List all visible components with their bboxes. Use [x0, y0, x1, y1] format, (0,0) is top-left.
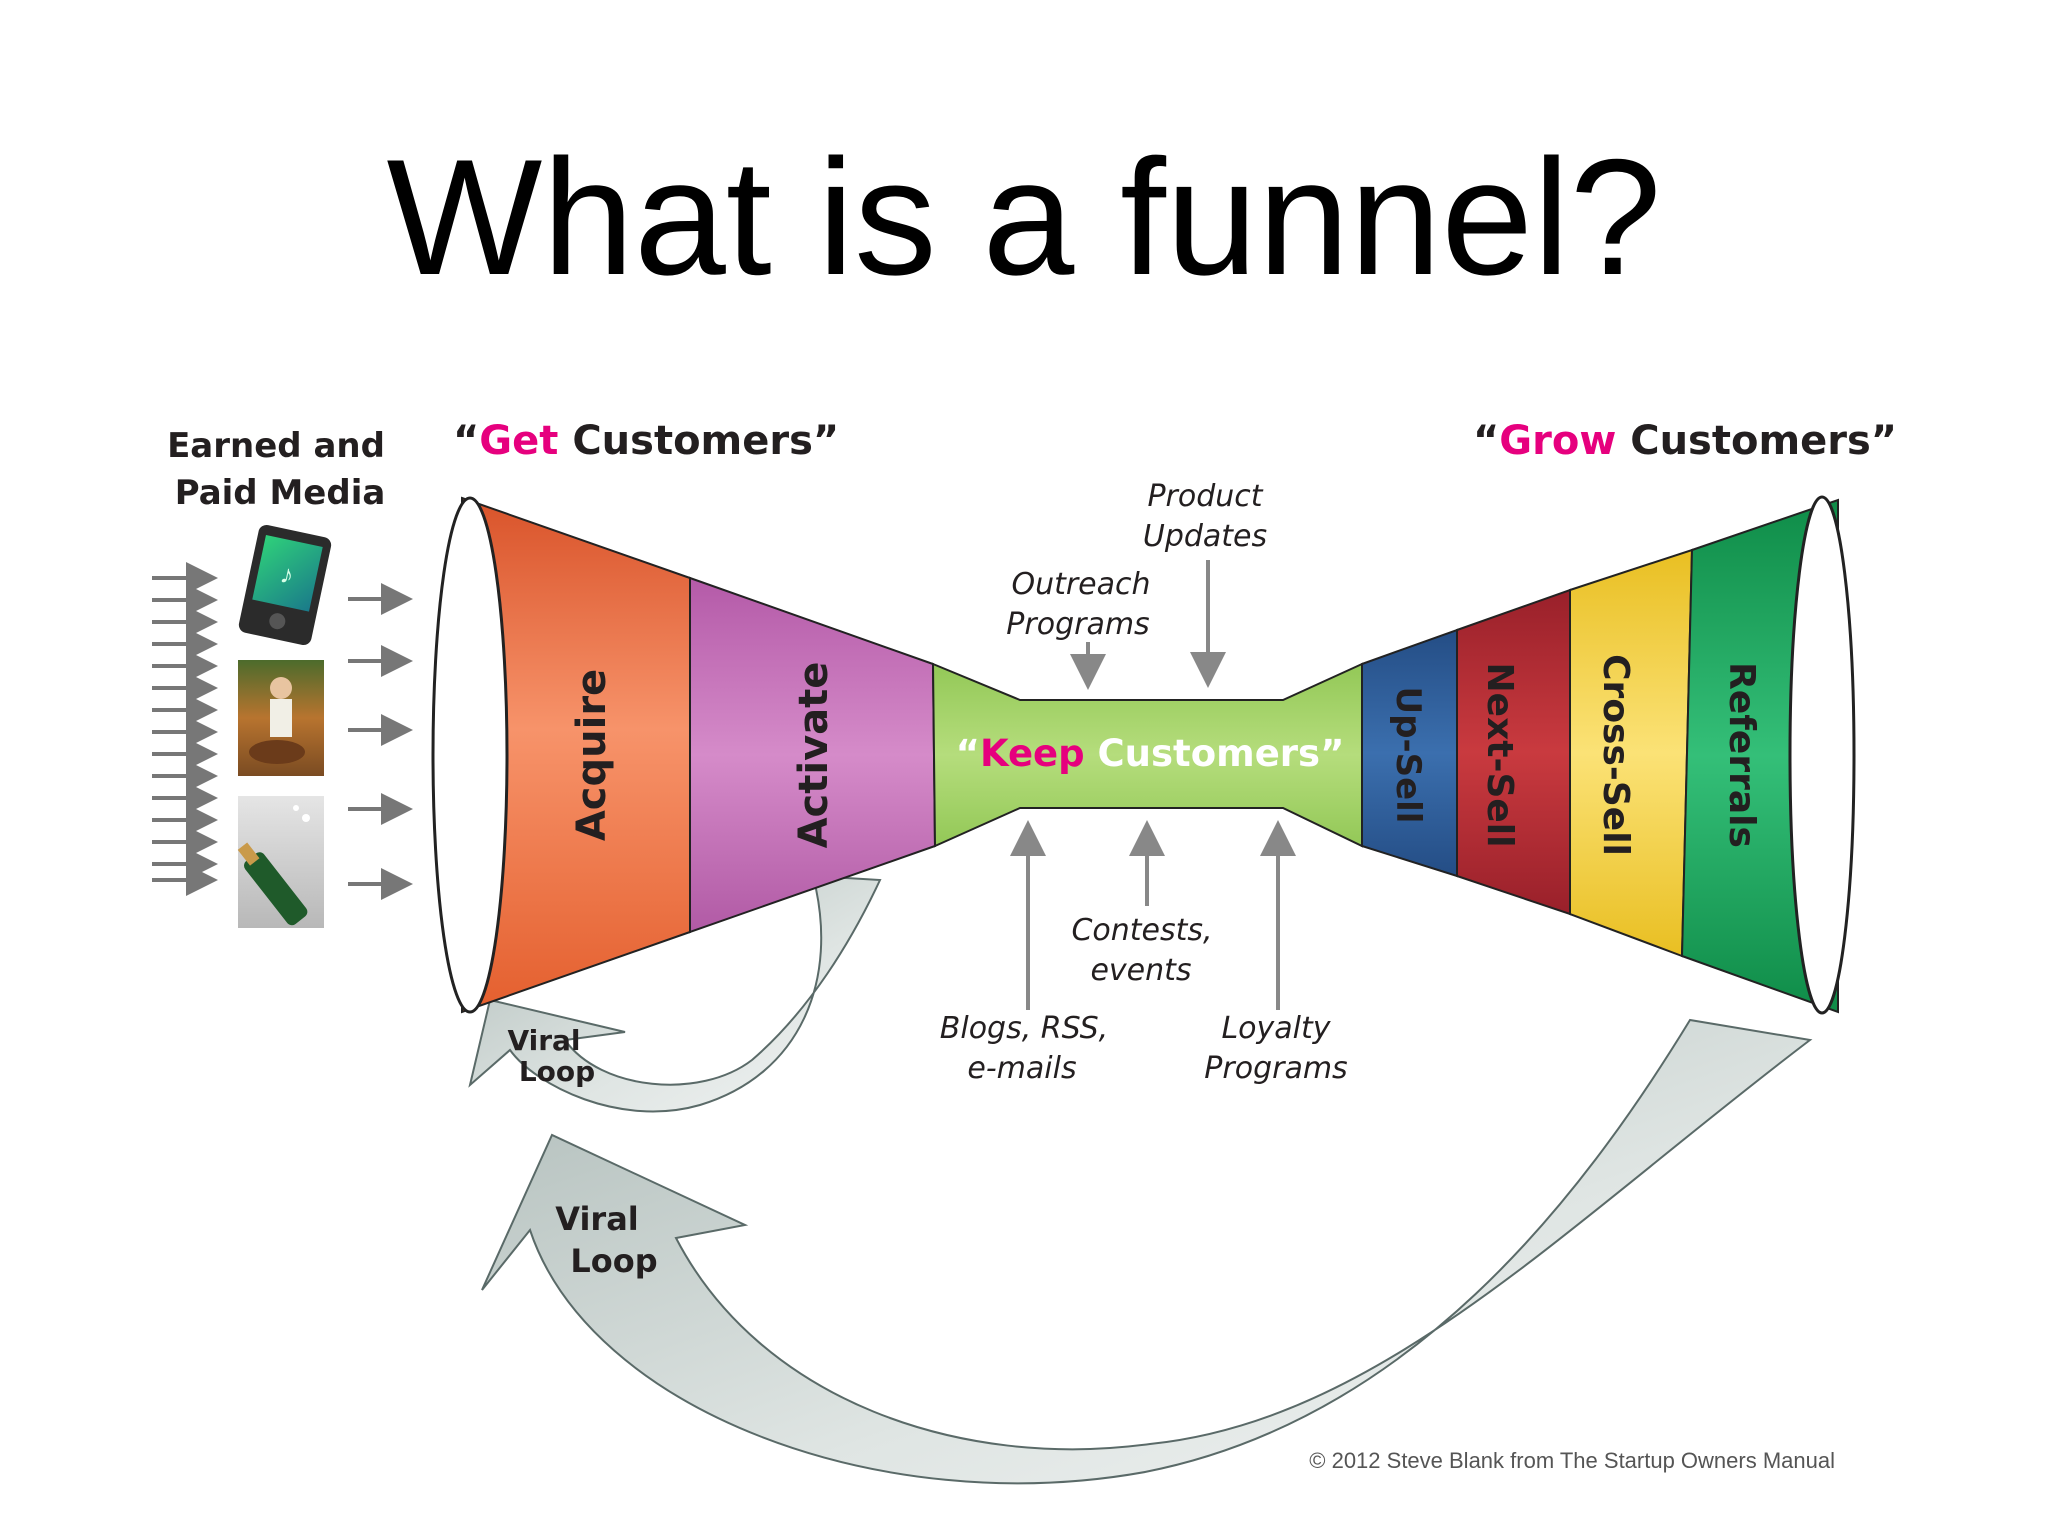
get-highlight: Get: [479, 418, 558, 464]
grow-customers-header: “Grow Customers”: [1473, 418, 1897, 464]
stage-label-acquire: Acquire: [569, 669, 615, 841]
blogs-line2: e-mails: [967, 1051, 1076, 1086]
loyalty-line1: Loyalty: [1221, 1011, 1331, 1046]
keep-open-quote: “: [956, 732, 980, 775]
media-to-funnel-arrows: [348, 583, 413, 900]
outreach-line2: Programs: [1006, 607, 1149, 642]
keep-rest: Customers”: [1085, 732, 1345, 775]
get-customers-header: “Get Customers”: [453, 418, 839, 464]
grow-rest: Customers”: [1616, 418, 1897, 464]
get-open-quote: “: [453, 418, 479, 464]
grow-open-quote: “: [1473, 418, 1499, 464]
svg-text:♪: ♪: [278, 558, 297, 590]
slide-title: What is a funnel?: [386, 125, 1662, 309]
stage-label-nextsell: Next-Sell: [1479, 663, 1520, 848]
incoming-arrows: [152, 562, 218, 896]
viral-large-line1: Viral: [555, 1200, 639, 1238]
media-phone-image: ♪: [238, 524, 332, 646]
contests-line1: Contests,: [1071, 913, 1212, 948]
keep-highlight: Keep: [980, 732, 1085, 775]
media-cowboy-photo: [238, 660, 324, 776]
media-champagne-photo: [237, 796, 324, 928]
grow-highlight: Grow: [1499, 418, 1616, 464]
stage-label-referrals: Referrals: [1721, 662, 1762, 848]
stage-label-crosssell: Cross-Sell: [1595, 654, 1636, 856]
contests-line2: events: [1090, 953, 1191, 988]
funnel-left-opening: [431, 496, 509, 1014]
media-label-line1: Earned and: [167, 426, 385, 466]
product-updates-line1: Product: [1147, 479, 1263, 514]
loyalty-line2: Programs: [1204, 1051, 1347, 1086]
keep-customers-label: “Keep Customers”: [956, 732, 1345, 775]
stage-label-upsell: Up-Sell: [1388, 687, 1428, 824]
viral-small-line2: Loop: [519, 1055, 595, 1088]
product-updates-line2: Updates: [1143, 519, 1267, 554]
viral-small-line1: Viral: [507, 1024, 580, 1057]
outreach-line1: Outreach: [1011, 567, 1150, 602]
get-rest: Customers”: [558, 418, 839, 464]
copyright-note: © 2012 Steve Blank from The Startup Owne…: [1309, 1448, 1835, 1473]
viral-loop-small-arrow: [468, 874, 882, 1113]
viral-large-line2: Loop: [570, 1242, 657, 1280]
funnel-right-opening: [1788, 495, 1856, 1015]
viral-loop-large-arrow: [481, 1018, 1813, 1485]
stage-label-activate: Activate: [791, 662, 837, 849]
blogs-line1: Blogs, RSS,: [940, 1011, 1108, 1046]
keep-input-arrows: [1010, 560, 1296, 1010]
media-label-line2: Paid Media: [175, 473, 386, 513]
